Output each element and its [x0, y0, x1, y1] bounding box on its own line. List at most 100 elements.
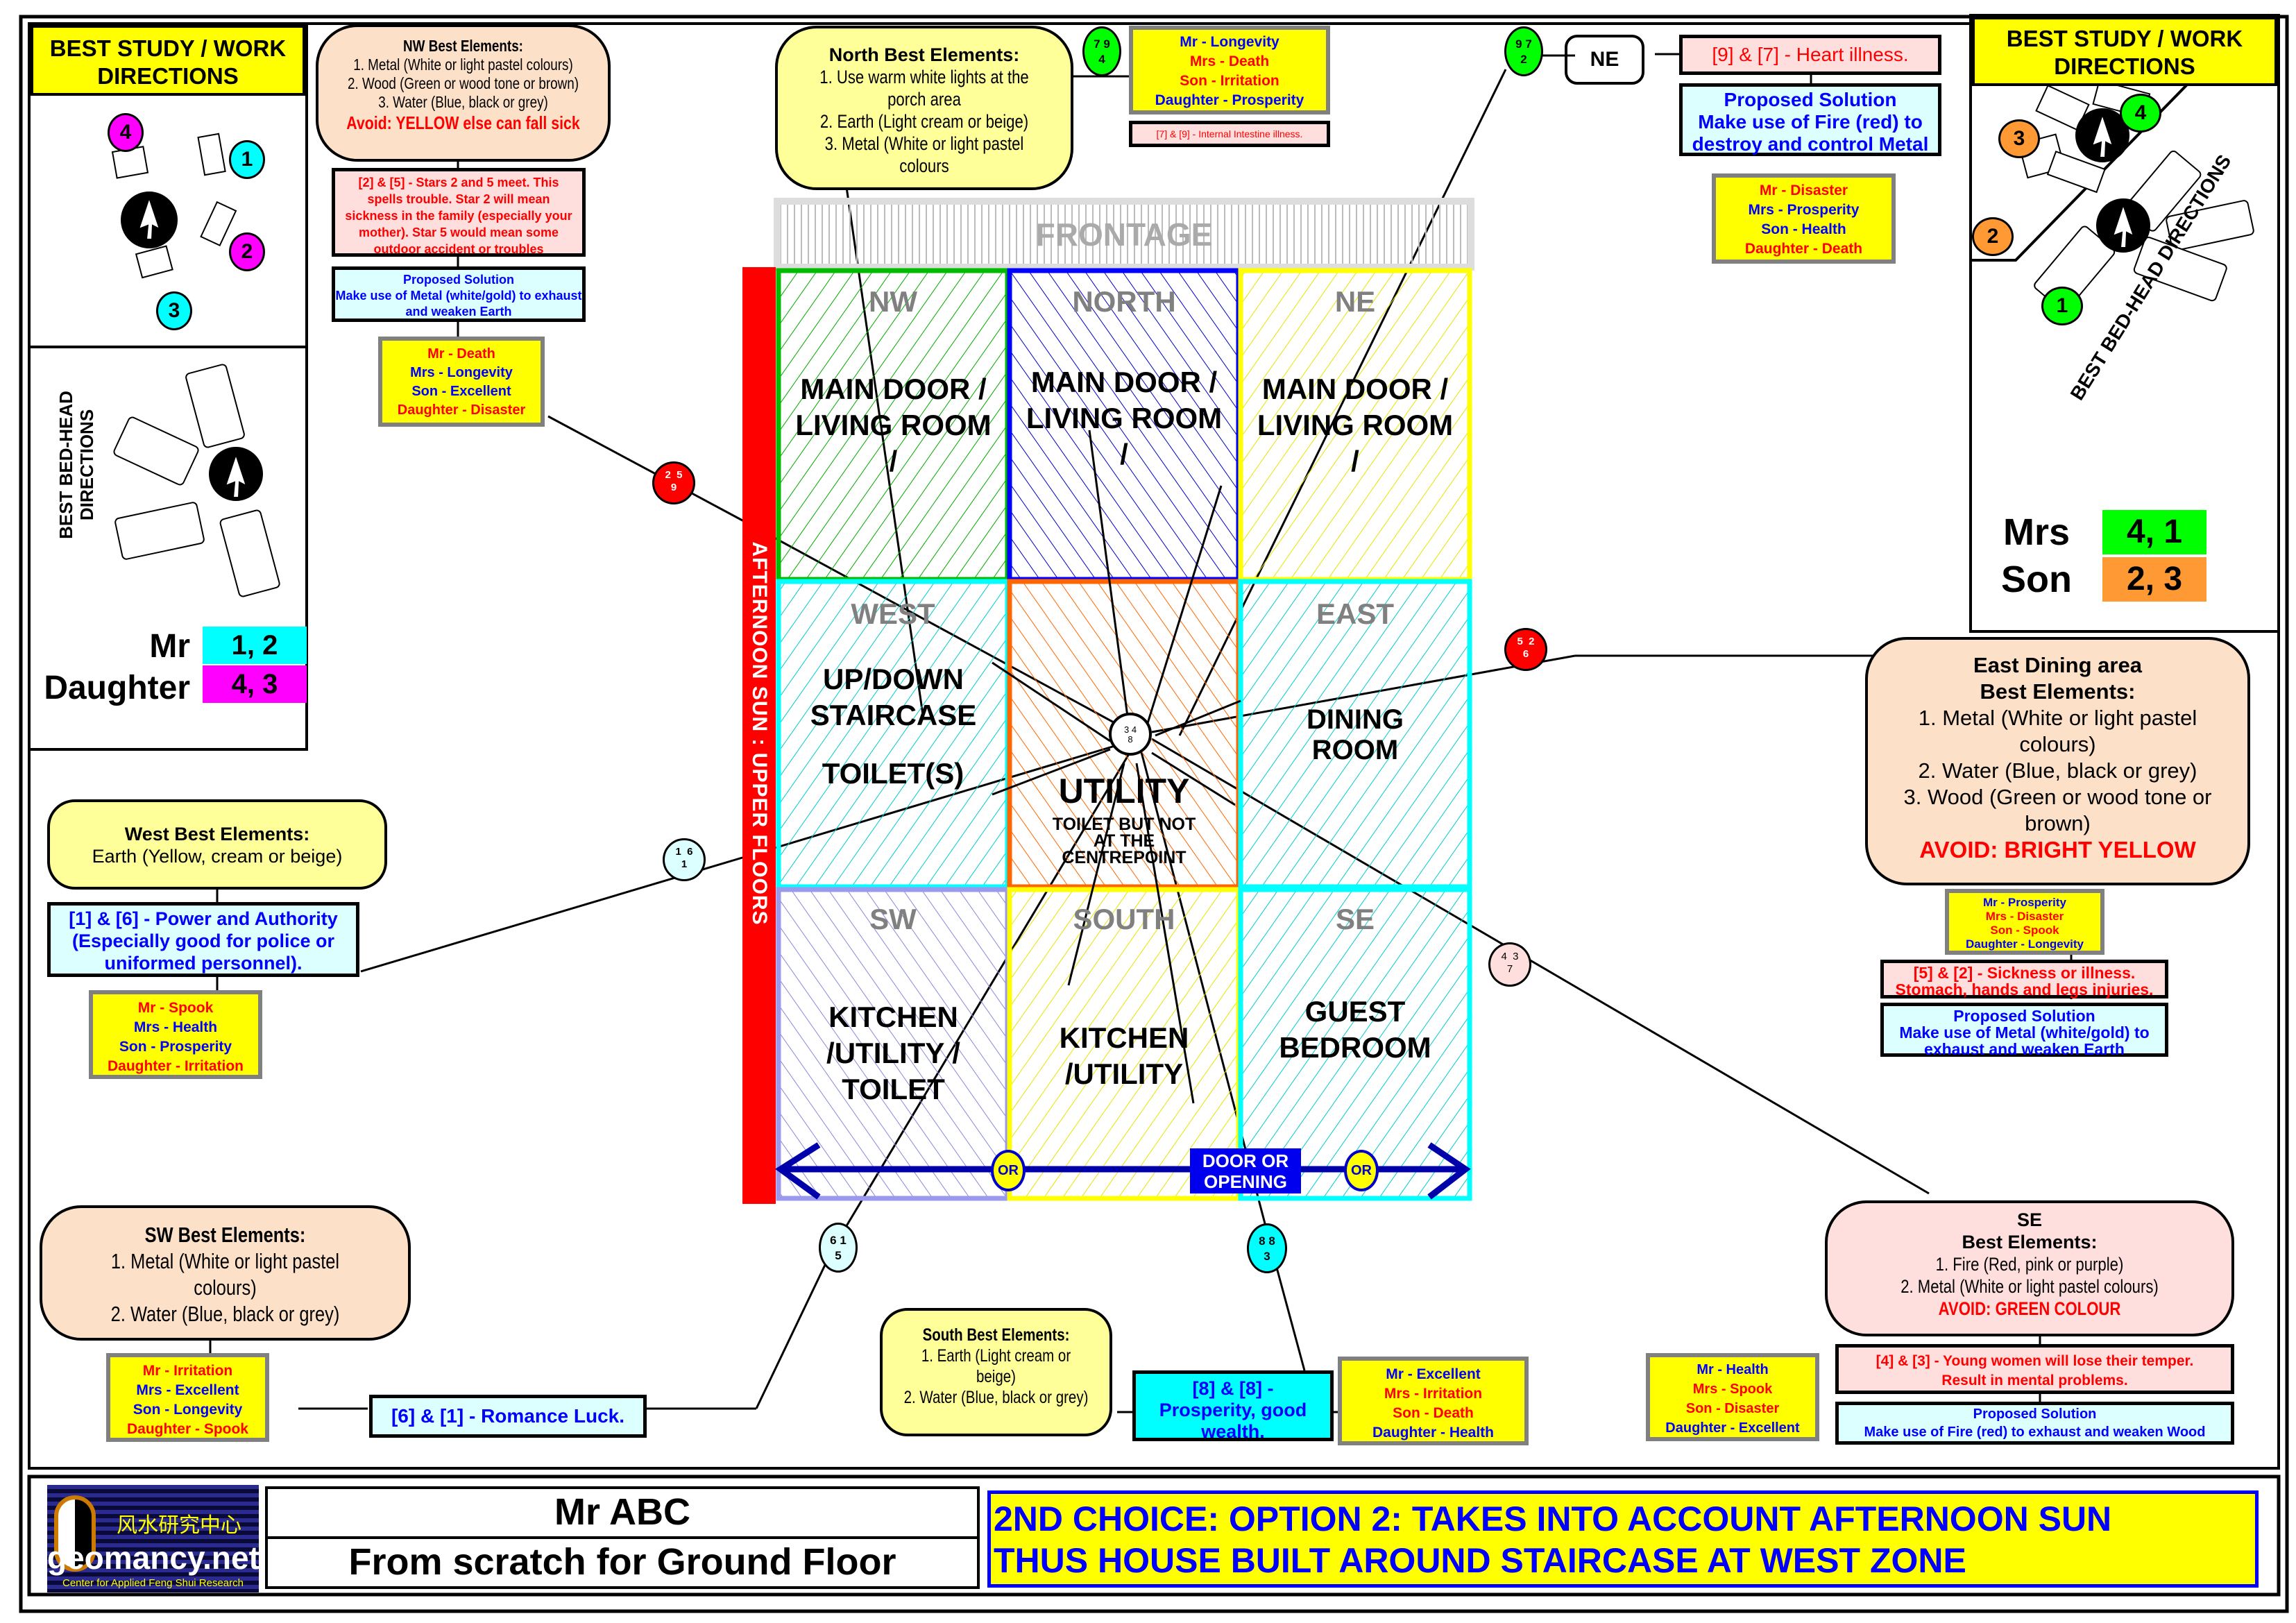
zone-nw: NW — [869, 285, 917, 318]
se-element-2: 2. Metal (White or light pastel colours) — [1900, 1276, 2159, 1297]
right-study-number-1: 1 — [2041, 287, 2083, 325]
ne-star-b: 7 — [1525, 37, 1532, 51]
se-star-circle: 4 3 7 — [1488, 942, 1531, 987]
centre-rays — [992, 430, 1241, 1104]
zone-cell-south — [1007, 887, 1241, 1201]
or-marker-left[interactable]: OR — [991, 1150, 1026, 1191]
client-name: Mr ABC — [265, 1486, 980, 1538]
se-fortune-son: Son - Disaster — [1685, 1401, 1780, 1416]
se-note: [4] & [3] - Young women will lose their … — [1835, 1344, 2234, 1394]
left-legend-daughter-dirs: 4, 3 — [203, 665, 307, 703]
left-legend-daughter-label: Daughter — [44, 670, 190, 706]
east-solution-text: Make use of Metal (white/gold) to exhaus… — [1899, 1023, 2150, 1058]
nw-fortune-box: Mr - Death Mrs - Longevity Son - Excelle… — [378, 337, 545, 427]
north-element-1: 1. Use warm white lights at the porch ar… — [819, 67, 1029, 110]
nw-stars-note: [2] & [5] - Stars 2 and 5 meet. This spe… — [332, 168, 586, 257]
zone-cell-ne — [1238, 268, 1472, 582]
left-panel-frame — [28, 22, 308, 751]
north-arrow-icon — [2111, 202, 2135, 248]
north-star-a: 7 — [1094, 37, 1100, 51]
east-fortune-son: Son - Spook — [1990, 924, 2059, 937]
right-study-number-4: 4 — [2120, 94, 2161, 133]
east-star-a: 5 — [1517, 636, 1523, 647]
bed-icon — [113, 416, 199, 486]
nw-element-2: 2. Wood (Green or wood tone or brown) — [347, 74, 579, 92]
north-elements-box: North Best Elements: 1. Use warm white l… — [775, 26, 1073, 190]
se-elements-box: SE Best Elements: 1. Fire (Red, pink or … — [1825, 1200, 2234, 1336]
logo: 风水研究中心 geomancy.net Center for Applied F… — [47, 1485, 259, 1592]
zone-south: SOUTH — [1073, 903, 1175, 935]
nw-fortune-mrs: Mrs - Longevity — [410, 365, 513, 380]
se-fortune-mr: Mr - Health — [1697, 1362, 1769, 1377]
se-star-a: 4 — [1501, 951, 1507, 962]
zone-cell-west — [776, 579, 1010, 890]
south-fortune-son: Son - Death — [1393, 1405, 1474, 1421]
room-centre-note: TOILET BUT NOT AT THE CENTREPOINT — [1052, 815, 1196, 867]
east-fortune-mrs: Mrs - Disaster — [1985, 910, 2064, 923]
right-study-number-3: 3 — [1998, 119, 2040, 158]
east-elements-box: East Dining area Best Elements: 1. Metal… — [1865, 637, 2250, 885]
se-solution-box: Proposed Solution Make use of Fire (red)… — [1835, 1402, 2234, 1445]
ne-fortune-son: Son - Health — [1761, 221, 1846, 237]
yin-yang-icon — [54, 1495, 96, 1572]
se-fortune-mrs: Mrs - Spook — [1692, 1382, 1773, 1397]
sw-star-b: 1 — [840, 1234, 847, 1247]
or-marker-right[interactable]: OR — [1344, 1150, 1379, 1191]
west-fortune-daughter: Daughter - Irritation — [107, 1058, 244, 1074]
plan-subtitle: From scratch for Ground Floor — [265, 1538, 980, 1589]
left-bed-icons — [113, 364, 280, 597]
left-legend-mr-label: Mr — [149, 628, 190, 665]
east-fortune-box: Mr - Prosperity Mrs - Disaster Son - Spo… — [1945, 889, 2104, 955]
sw-star-a: 6 — [830, 1234, 837, 1247]
room-west: UP/DOWN STAIRCASE — [810, 663, 977, 731]
north-star-circle: 7 9 4 — [1082, 26, 1121, 76]
south-element-2: 2. Water (Blue, black or grey) — [903, 1388, 1089, 1407]
floorplan-grid — [776, 268, 1472, 1201]
west-fortune-mr: Mr - Spook — [137, 1000, 214, 1016]
zone-west: WEST — [851, 597, 935, 630]
north-star-c: 4 — [1098, 53, 1105, 66]
sw-fortune-daughter: Daughter - Spook — [126, 1421, 248, 1437]
se-star-b: 3 — [1513, 951, 1519, 962]
north-arrow-icon — [2091, 112, 2114, 158]
left-study-number-1: 1 — [229, 140, 265, 179]
west-elements-box: West Best Elements: Earth (Yellow, cream… — [47, 799, 387, 890]
footer-frame — [27, 1475, 2281, 1597]
ne-solution-box: Proposed Solution Make use of Fire (red)… — [1679, 83, 1941, 156]
east-avoid: AVOID: BRIGHT YELLOW — [1919, 837, 2196, 863]
right-study-number-2: 2 — [1972, 217, 2014, 256]
nw-fortune-daughter: Daughter - Disaster — [397, 402, 526, 418]
room-east: DINING ROOM — [1307, 704, 1404, 765]
north-arrow-icon — [137, 195, 161, 240]
right-legend-mrs-label: Mrs — [2002, 511, 2070, 553]
logo-chinese: 风水研究中心 — [117, 1513, 241, 1538]
east-solution-title: Proposed Solution — [1953, 1007, 2095, 1025]
right-panel-frame — [1969, 14, 2280, 633]
se-elements-subtitle: Best Elements: — [1962, 1232, 2098, 1252]
south-elements-box: South Best Elements: 1. Earth (Light cre… — [880, 1308, 1112, 1436]
ne-fortune-mr: Mr - Disaster — [1759, 182, 1848, 198]
bed-icon — [219, 509, 280, 597]
ne-star-c: 2 — [1520, 53, 1527, 66]
nw-solution-box: Proposed Solution Make use of Metal (whi… — [332, 266, 586, 322]
west-star-a: 1 — [675, 846, 681, 858]
nw-star-a: 2 — [665, 469, 671, 481]
east-element-1: 1. Metal (White or light pastel colours) — [1918, 706, 2197, 756]
se-solution-title: Proposed Solution — [1973, 1407, 2097, 1422]
left-bed-title: BEST BED-HEAD DIRECTIONS — [56, 391, 97, 539]
door-opening-label[interactable]: DOOR OR OPENING — [1190, 1148, 1301, 1193]
ne-solution-text: Make use of Fire (red) to destroy and co… — [1692, 111, 1929, 155]
north-fortune-mrs: Mrs - Death — [1189, 53, 1270, 69]
bed-icon — [185, 364, 245, 448]
ne-fortune-mrs: Mrs - Prosperity — [1748, 202, 1860, 218]
west-elements-title: West Best Elements: — [124, 824, 310, 844]
nw-star-b: 5 — [677, 469, 683, 481]
ne-star-a: 9 — [1515, 37, 1522, 51]
south-star-c: 3 — [1264, 1250, 1270, 1263]
room-north: MAIN DOOR / LIVING ROOM / — [1026, 366, 1223, 470]
nw-elements-title: NW Best Elements: — [403, 37, 523, 55]
ne-fortune-daughter: Daughter - Death — [1744, 241, 1863, 257]
ne-star-circle: 9 7 2 — [1504, 26, 1543, 76]
south-fortune-mrs: Mrs - Irritation — [1384, 1386, 1483, 1402]
sw-fortune-mrs: Mrs - Excellent — [136, 1382, 239, 1398]
